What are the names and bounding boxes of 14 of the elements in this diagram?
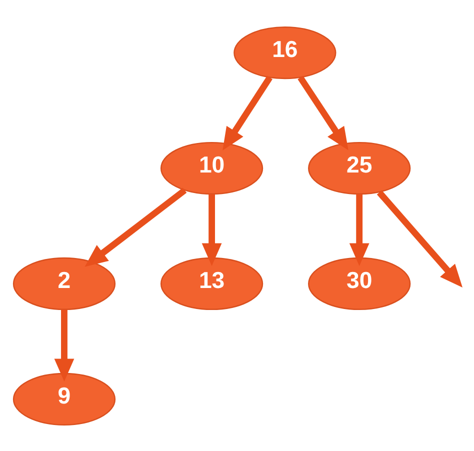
node-ellipse: 16 — [234, 26, 336, 79]
node-ellipse: 9 — [12, 372, 116, 426]
arrow — [222, 75, 272, 150]
arrow — [298, 75, 348, 150]
arrow — [349, 194, 370, 266]
arrow — [84, 187, 187, 266]
node-ellipse: 25 — [308, 141, 411, 194]
node-ellipse: 2 — [12, 256, 116, 310]
node-ellipse: 10 — [160, 141, 264, 194]
node-ellipse: 13 — [160, 256, 264, 310]
arrow — [54, 309, 74, 381]
arrow — [376, 190, 463, 287]
arrow — [202, 194, 222, 266]
node-ellipse: 30 — [308, 256, 411, 310]
